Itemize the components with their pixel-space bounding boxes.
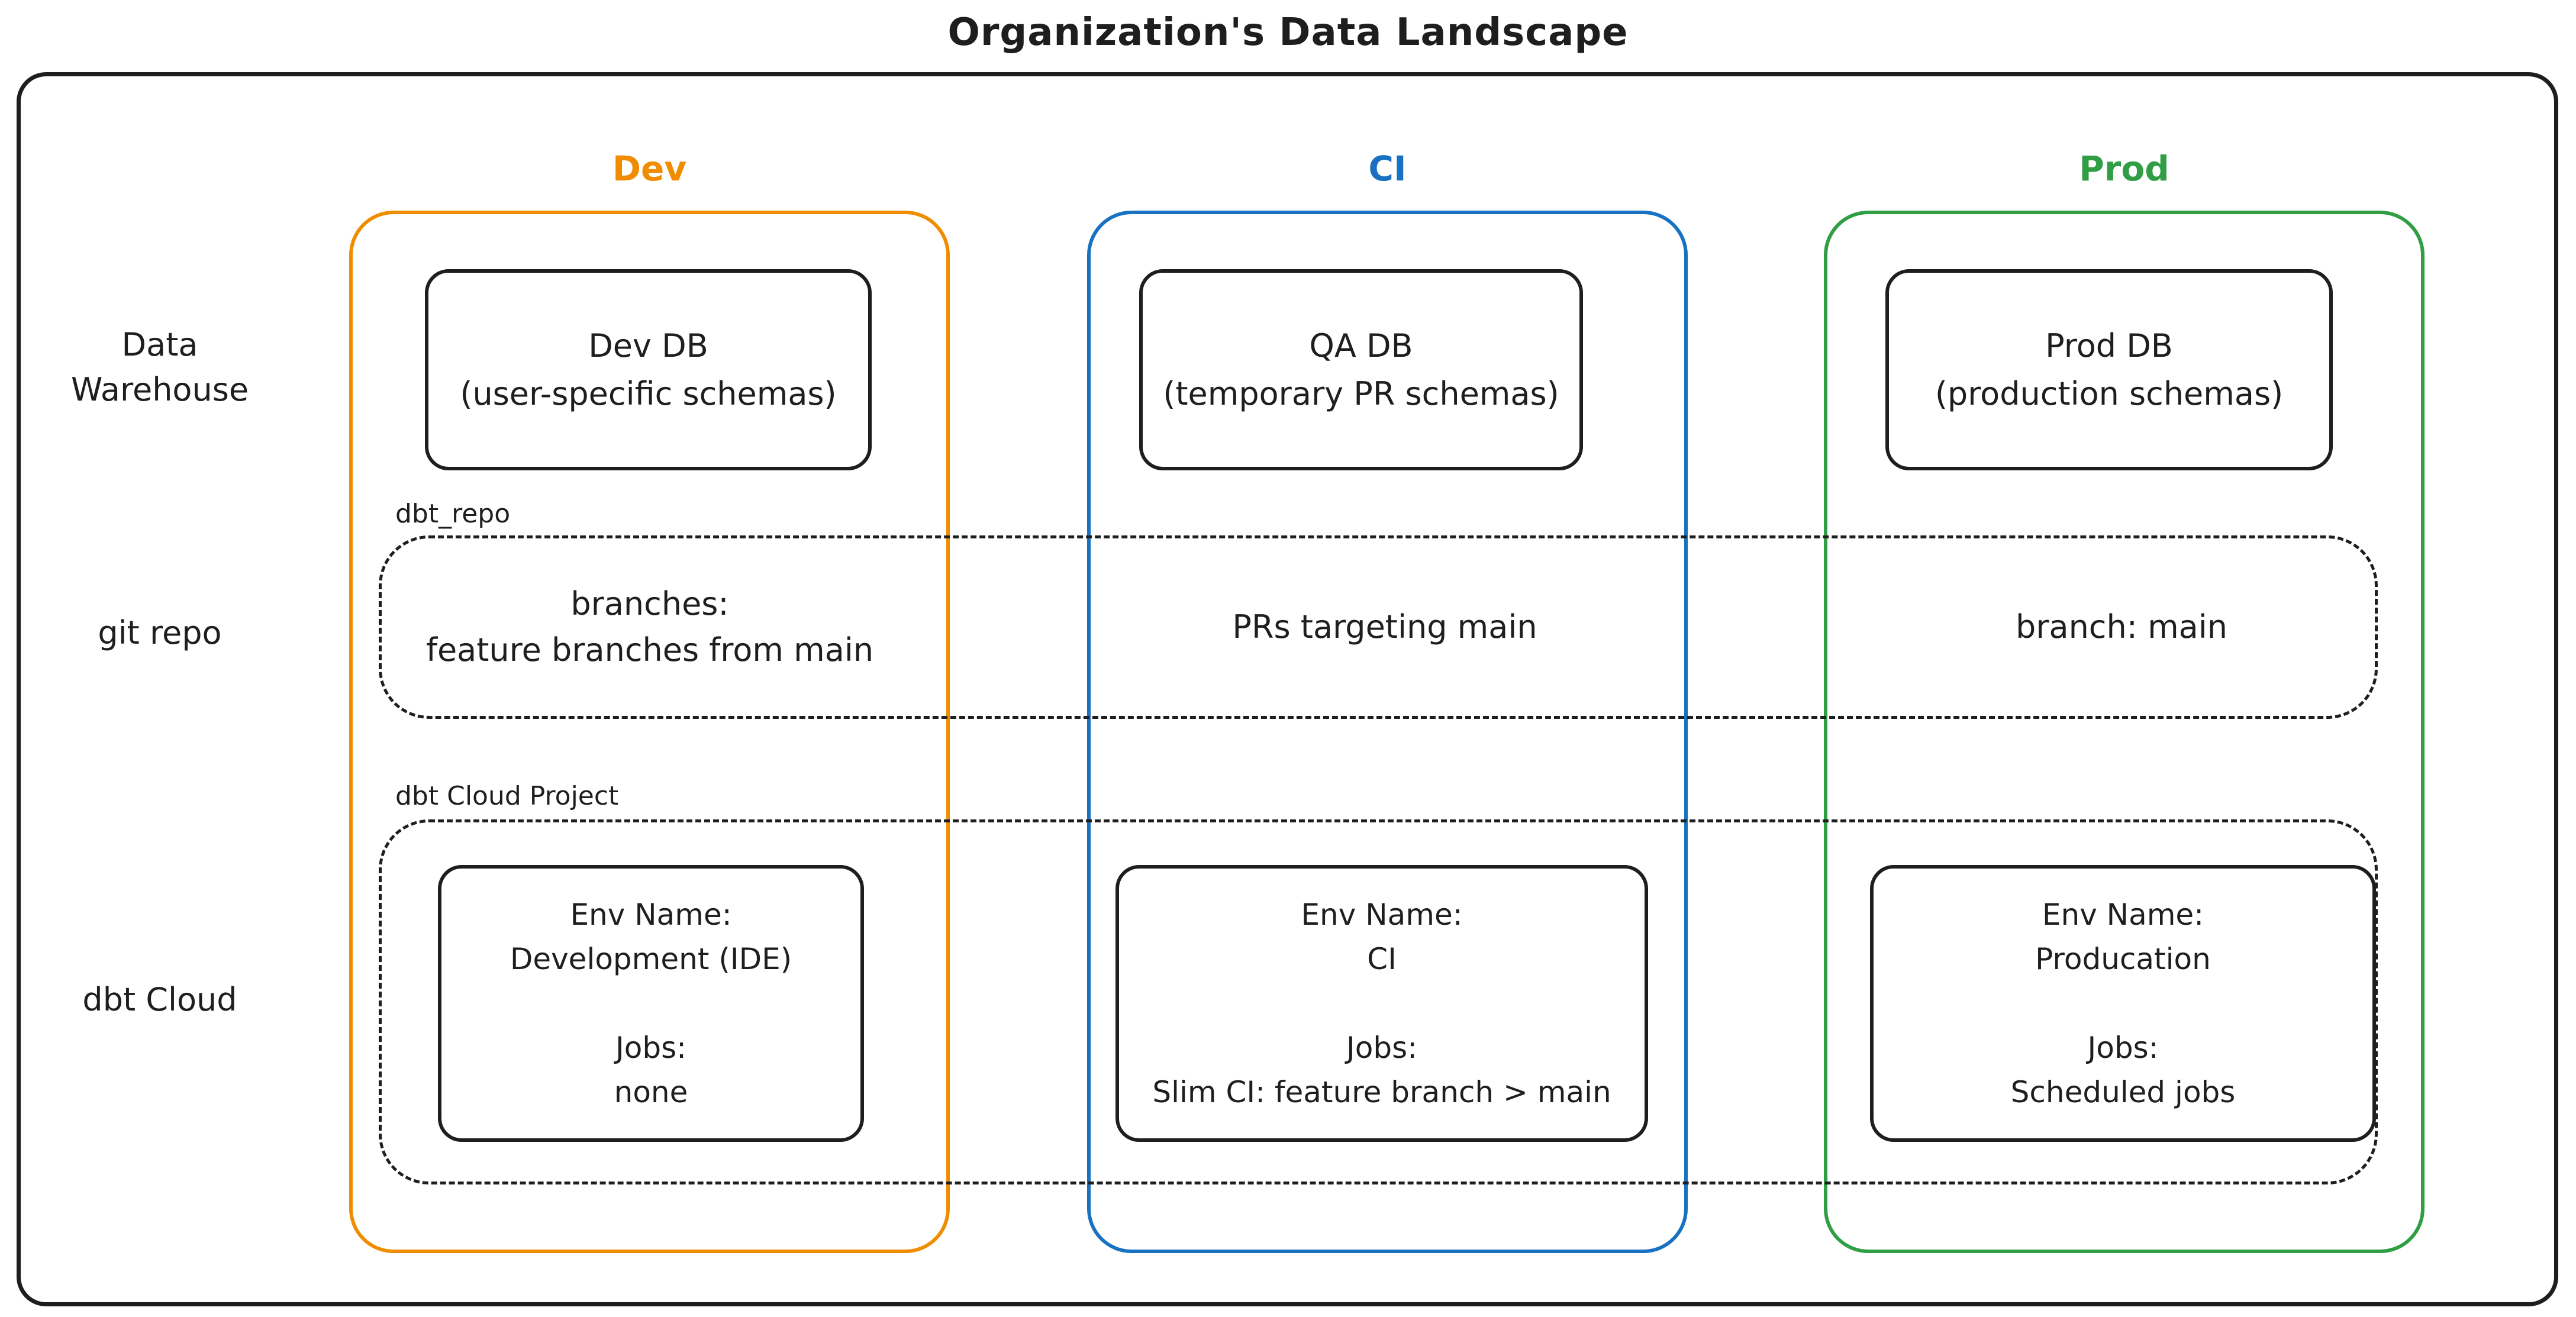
diagram-title: Organization's Data Landscape — [947, 11, 1629, 54]
git-repo-group-label: dbt_repo — [395, 499, 511, 529]
column-box-dev — [349, 211, 950, 1253]
env-box-prod-text: Env Name: Producation Jobs: Scheduled jo… — [2010, 897, 2236, 1109]
qa-db-box: QA DB (temporary PR schemas) — [1139, 269, 1583, 470]
column-box-ci — [1087, 211, 1688, 1253]
qa-db-text: QA DB (temporary PR schemas) — [1163, 327, 1559, 412]
dbt-cloud-project-label: dbt Cloud Project — [395, 781, 619, 811]
outer-frame — [17, 72, 2558, 1306]
env-box-ci: Env Name: CI Jobs: Slim CI: feature bran… — [1115, 865, 1648, 1142]
git-text-prod-lines: branch: main — [2016, 608, 2227, 645]
dev-db-box: Dev DB (user-specific schemas) — [425, 269, 872, 470]
git-text-dev-lines: branches: feature branches from main — [425, 585, 874, 669]
git-text-ci-lines: PRs targeting main — [1232, 608, 1537, 645]
env-box-ci-text: Env Name: CI Jobs: Slim CI: feature bran… — [1152, 897, 1611, 1109]
prod-db-text: Prod DB (production schemas) — [1935, 327, 2284, 412]
row-label-data-warehouse: Data Warehouse — [70, 326, 249, 408]
dbt-cloud-project-box — [379, 819, 2378, 1184]
column-header-ci: CI — [1368, 149, 1407, 189]
git-repo-group-box — [379, 535, 2378, 719]
git-text-dev: branches: feature branches from main — [389, 535, 910, 719]
row-label-git-repo: git repo — [98, 614, 222, 651]
column-header-prod: Prod — [2079, 149, 2169, 189]
git-text-prod: branch: main — [1861, 535, 2382, 719]
prod-db-box: Prod DB (production schemas) — [1885, 269, 2333, 470]
dev-db-text: Dev DB (user-specific schemas) — [460, 327, 837, 412]
env-box-prod: Env Name: Producation Jobs: Scheduled jo… — [1870, 865, 2376, 1142]
column-box-prod — [1824, 211, 2425, 1253]
env-box-dev-text: Env Name: Development (IDE) Jobs: none — [510, 897, 792, 1109]
row-label-dbt-cloud: dbt Cloud — [82, 981, 237, 1018]
git-text-ci: PRs targeting main — [1124, 535, 1645, 719]
column-header-dev: Dev — [612, 149, 687, 189]
env-box-dev: Env Name: Development (IDE) Jobs: none — [438, 865, 864, 1142]
